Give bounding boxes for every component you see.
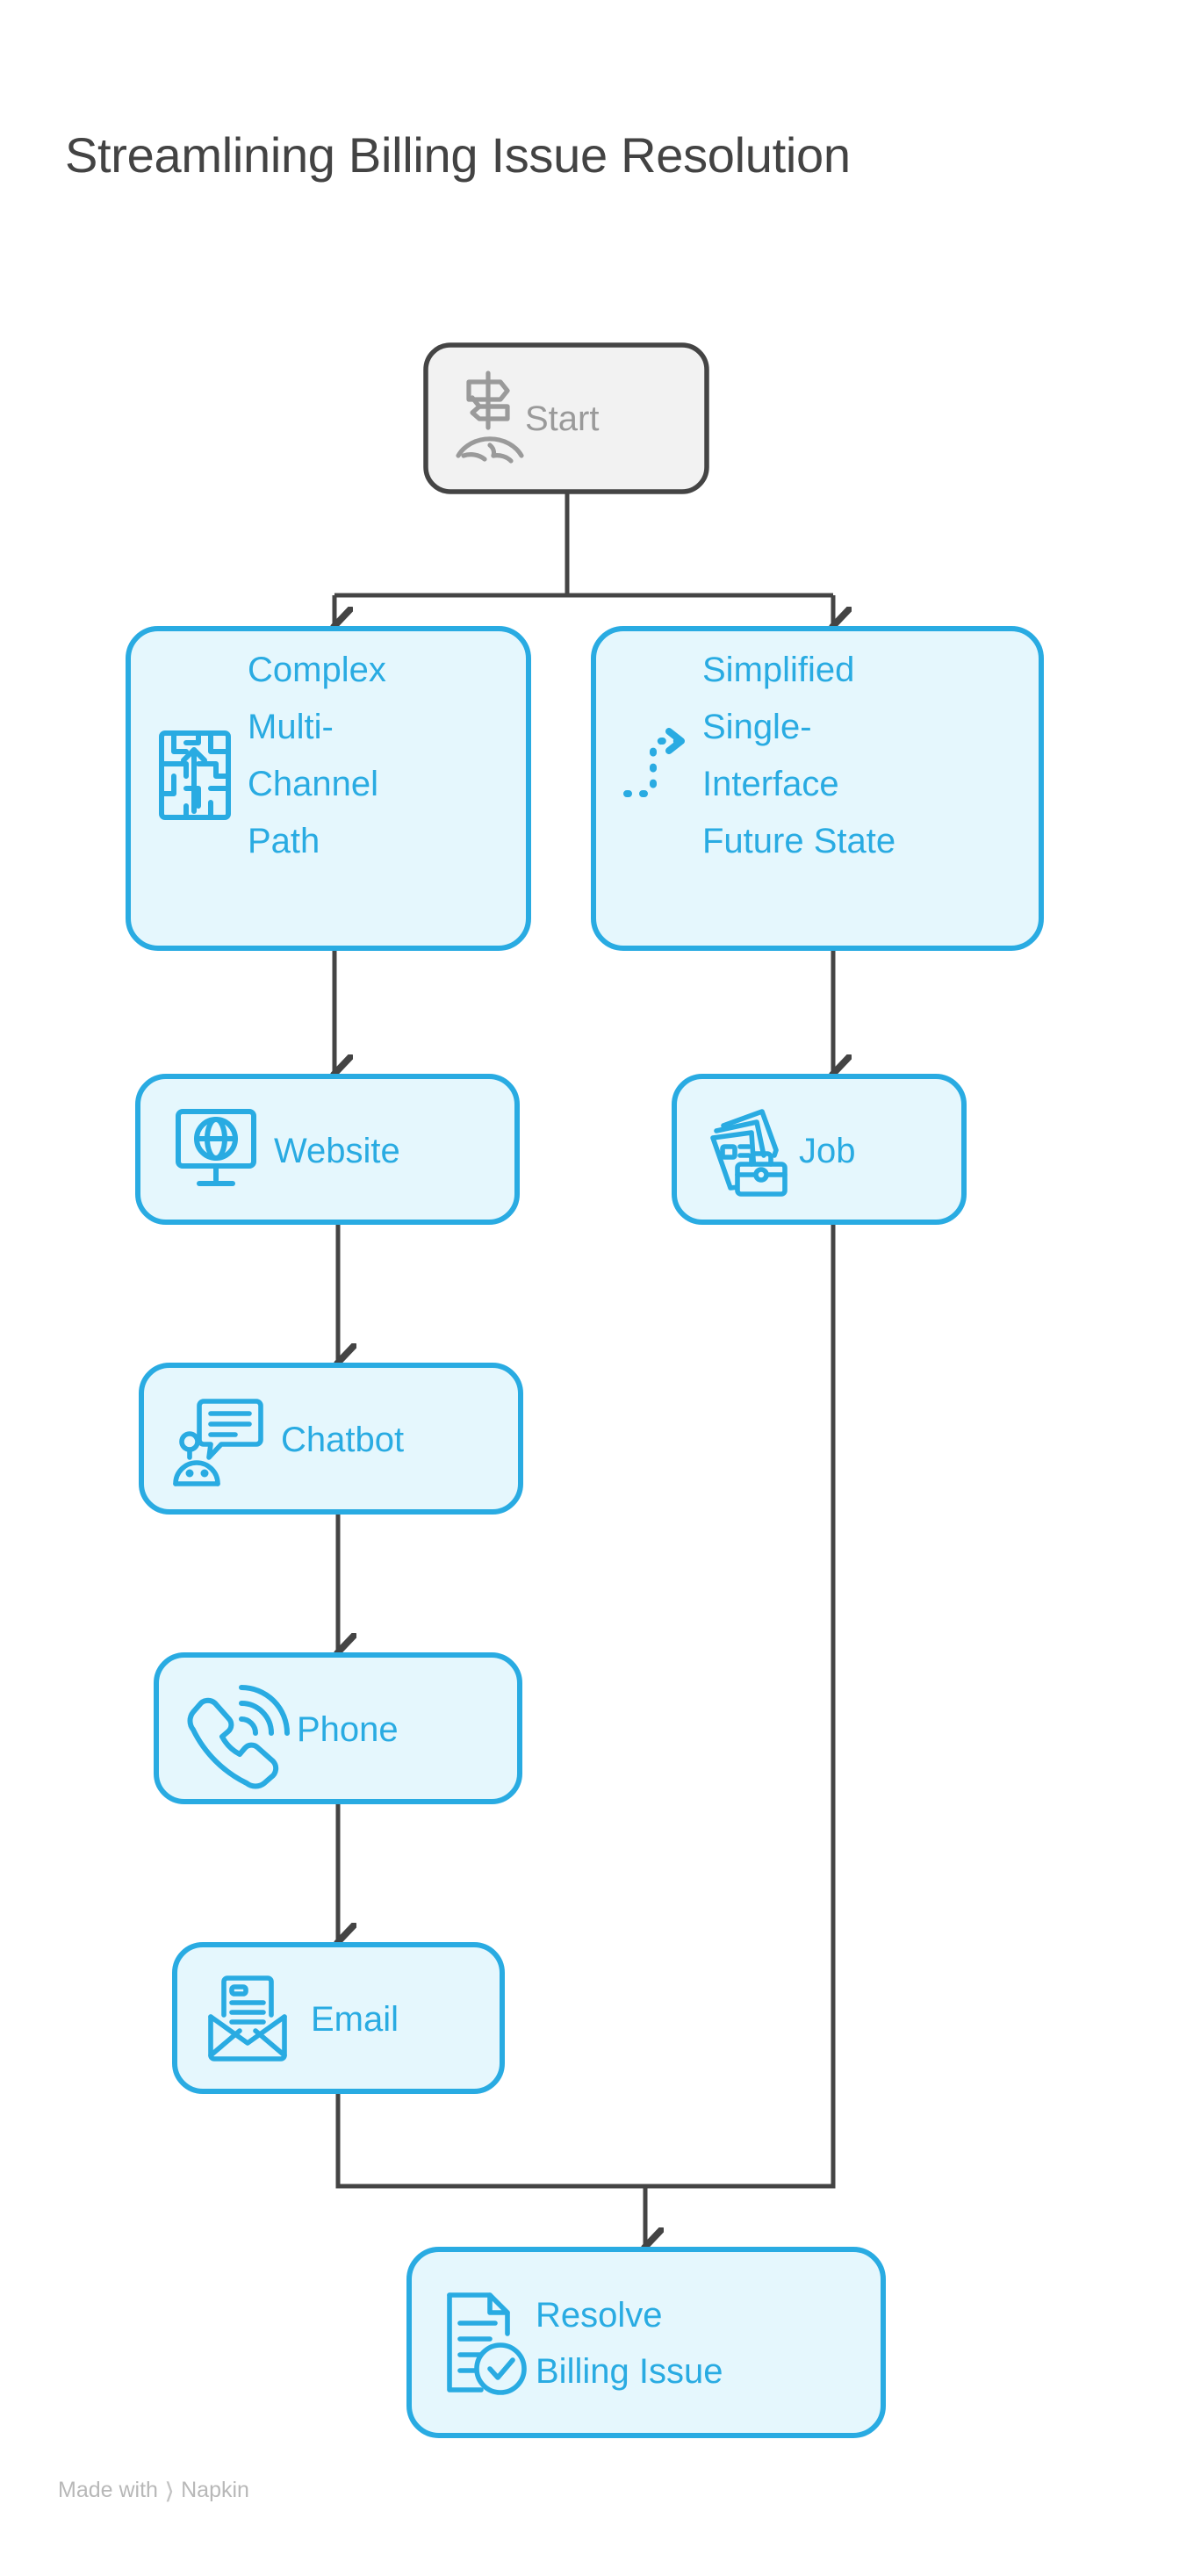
connector-layer	[334, 491, 833, 2248]
watermark-brand: Napkin	[181, 2478, 249, 2502]
chatbot-icon	[173, 1399, 263, 1486]
node-complex-multi-channel-path[interactable]: Complex Multi- Channel Path	[126, 626, 531, 951]
node-job-label: Job	[799, 1132, 856, 1170]
node-complex-label-line-4: Path	[248, 822, 320, 860]
node-phone[interactable]: Phone	[154, 1652, 522, 1804]
node-future-shape[interactable]	[591, 626, 1044, 951]
node-resolve-billing-issue[interactable]: Resolve Billing Issue	[406, 2247, 886, 2438]
dashed-arrow-path-icon	[623, 728, 685, 797]
watermark: Made with ⟩ Napkin	[58, 2478, 249, 2503]
node-resolve-label-line-1: Resolve	[536, 2296, 663, 2335]
node-future-label-line-4: Future State	[702, 822, 895, 860]
node-resolve-label-line-2: Billing Issue	[536, 2352, 723, 2391]
signpost-icon	[456, 371, 524, 464]
maze-icon	[159, 730, 231, 820]
node-email-label: Email	[311, 2000, 399, 2039]
edge-job-to-join	[645, 1222, 836, 2189]
node-resolve-shape[interactable]	[406, 2247, 886, 2438]
node-website-label: Website	[274, 1132, 400, 1170]
node-chatbot-label: Chatbot	[281, 1421, 404, 1459]
node-simplified-single-interface-future-state[interactable]: Simplified Single- Interface Future Stat…	[591, 626, 1044, 951]
node-complex-label-line-2: Multi-	[248, 708, 334, 746]
node-job[interactable]: Job	[672, 1074, 967, 1225]
page-title: Streamlining Billing Issue Resolution	[65, 127, 851, 183]
napkin-logo-icon: ⟩	[164, 2477, 175, 2504]
node-future-label-line-2: Single-	[702, 708, 812, 746]
node-chatbot[interactable]: Chatbot	[139, 1363, 523, 1515]
node-complex-label-line-1: Complex	[248, 651, 386, 689]
node-phone-shape[interactable]	[154, 1652, 522, 1804]
monitor-globe-icon	[176, 1109, 256, 1186]
node-future-label-line-3: Interface	[702, 765, 839, 803]
email-envelope-icon	[208, 1975, 287, 2062]
node-complex-shape[interactable]	[126, 626, 531, 951]
watermark-prefix: Made with	[58, 2478, 158, 2502]
document-check-icon	[447, 2292, 527, 2395]
documents-briefcase-icon	[710, 1109, 787, 1197]
node-start[interactable]: Start	[423, 342, 709, 494]
phone-ringing-icon	[187, 1685, 290, 1789]
node-email-shape[interactable]	[172, 1942, 505, 2094]
node-future-label-line-1: Simplified	[702, 651, 854, 689]
node-website[interactable]: Website	[135, 1074, 520, 1225]
node-start-label: Start	[525, 399, 599, 438]
node-phone-label: Phone	[297, 1710, 399, 1749]
edge-email-to-join	[335, 2091, 645, 2189]
node-complex-label-line-3: Channel	[248, 765, 378, 803]
node-email[interactable]: Email	[172, 1942, 505, 2094]
